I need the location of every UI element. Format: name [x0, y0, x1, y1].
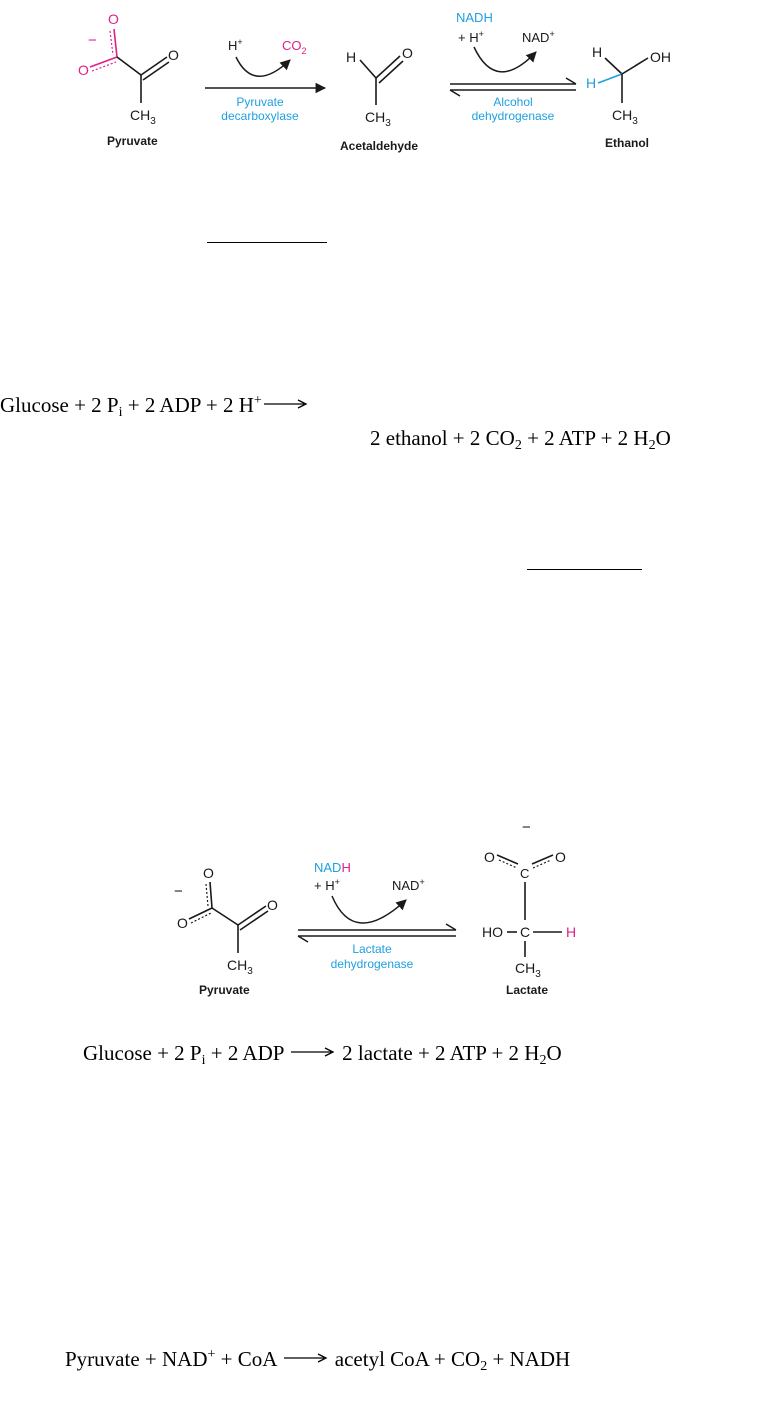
acetaldehyde-hydrogen: H: [346, 49, 356, 65]
acetaldehyde-label: Acetaldehyde: [340, 139, 418, 153]
ethanol-hydroxyl: OH: [650, 49, 671, 65]
lactate-new-hydrogen: H: [566, 924, 576, 940]
decarboxylase-step: H+ CO2 Pyruvate decarboxylase: [205, 37, 327, 123]
h-c-bond: [359, 59, 377, 79]
equation-ethanol-left: Glucose + 2 Pi + 2 ADP + 2 H+: [0, 394, 310, 420]
pyruvate-carboxyl-oxygen-left: O: [78, 62, 89, 78]
acetaldehyde-structure: H O CH3 Acetaldehyde: [340, 45, 418, 153]
pyruvate2-ketone-oxygen: O: [267, 897, 278, 913]
curved-arrow-co2: [235, 56, 291, 77]
alcohol-dehydrogenase-step: NADH + H+ NAD+ Alcohol dehydrogenase: [449, 10, 577, 123]
ketone-bond-a: [140, 56, 168, 76]
carbonyl-bond-b: [378, 60, 404, 84]
ethanol-label: Ethanol: [605, 136, 649, 150]
p2-carboxyl-bond-left-dashed: [190, 912, 212, 924]
acetaldehyde-methyl: CH3: [365, 109, 391, 129]
enzyme-label-decarboxylase-1: Pyruvate: [236, 95, 284, 109]
forward-arrow-head: [565, 77, 577, 85]
enzyme-label-ldh-1: Lactate: [352, 942, 392, 956]
ethanol-new-hydrogen: H: [586, 75, 596, 91]
ethanol-h-bond: [604, 57, 623, 75]
lactate-central-carbon: C: [520, 924, 530, 940]
p2-carboxyl-bond-top-dashed: [205, 883, 209, 907]
reverse-arrow-head: [449, 89, 461, 97]
lactate-co-bond-right-dashed: [532, 859, 552, 869]
lactate-oxygen-left: O: [484, 849, 495, 865]
ethanol-hydrogen-top: H: [592, 44, 602, 60]
enzyme-label-ldh-2: dehydrogenase: [331, 957, 414, 971]
carboxyl-bond-top: [113, 28, 118, 58]
lactate-dehydrogenase-step: NADH + H+ NAD+ Lactate dehydrogenase: [297, 860, 457, 971]
pyruvate-carboxyl-oxygen-top: O: [108, 11, 119, 27]
pyruvate2-label: Pyruvate: [199, 983, 250, 997]
reaction-arrow-icon: [283, 1353, 327, 1363]
pyruvate2-oxygen-top: O: [203, 865, 214, 881]
lactate-carboxyl-carbon: C: [520, 866, 529, 881]
p2-carboxyl-bond-left: [188, 907, 213, 920]
p2-ketone-bond-a: [237, 905, 267, 926]
p2-c1-c2-bond: [211, 907, 239, 926]
lactate-oxygen-right: O: [555, 849, 566, 865]
proton-input: H+: [228, 37, 243, 53]
lactate-charge: −: [522, 819, 531, 836]
nad-output: NAD+: [522, 29, 555, 45]
ketone-bond-b: [142, 61, 170, 81]
pyruvate-structure-2: − O O O CH3 Pyruvate: [174, 865, 278, 997]
enzyme-label-decarboxylase-2: decarboxylase: [221, 109, 299, 123]
enzyme-label-adh-2: dehydrogenase: [472, 109, 555, 123]
carboxyl-bond-left: [89, 56, 118, 68]
reaction-arrow-icon: [290, 1047, 335, 1057]
pyruvate-label: Pyruvate: [107, 134, 158, 148]
carboxyl-bond-left-dashed: [91, 61, 117, 72]
carboxyl-bond-top-dashed: [109, 30, 114, 56]
equation-acetyl-coa: Pyruvate + NAD+ + CoA acetyl CoA + CO2 +…: [65, 1347, 571, 1374]
pyruvate-structure-1: − O O O CH3 Pyruvate: [78, 11, 179, 148]
ethanol-methyl: CH3: [612, 107, 638, 127]
acetaldehyde-oxygen: O: [402, 45, 413, 61]
reaction-arrow-icon: [263, 399, 308, 409]
lactate-hydroxyl: HO: [482, 924, 503, 940]
pyruvate-charge: −: [88, 32, 97, 49]
forward-arrow-head-2: [445, 923, 457, 931]
nadh-input: NADH: [456, 10, 493, 25]
p2-carboxyl-bond-top: [209, 881, 213, 909]
carbonyl-bond-a: [375, 55, 401, 79]
pyruvate-methyl: CH3: [130, 107, 156, 127]
pyruvate2-methyl: CH3: [227, 957, 253, 977]
ethanol-new-h-bond: [597, 73, 623, 84]
enzyme-label-adh-1: Alcohol: [493, 95, 532, 109]
equation-ethanol-right: 2 ethanol + 2 CO2 + 2 ATP + 2 H2O: [370, 426, 671, 453]
c1-c2-bond: [116, 56, 142, 76]
lactate-label: Lactate: [506, 983, 548, 997]
curved-arrow-nad-2: [331, 895, 407, 924]
proton-input-2: + H+: [458, 29, 484, 45]
pyruvate2-oxygen-left: O: [177, 915, 188, 931]
curved-arrow-nad: [473, 46, 537, 73]
lactate-co-bond-right: [531, 854, 554, 865]
lactate-co-bond-left: [496, 854, 519, 865]
pyruvate2-charge: −: [174, 883, 183, 900]
lactate-methyl: CH3: [515, 960, 541, 980]
nadh-input-2: NADH: [314, 860, 351, 875]
p2-ketone-bond-b: [239, 910, 269, 931]
ethanol-oh-bond: [621, 57, 649, 75]
lactate-structure: − O O C HO C H CH3 Lactate: [482, 819, 576, 997]
reverse-arrow-head-2: [297, 935, 309, 943]
ethanol-structure: H OH H CH3 Ethanol: [586, 44, 671, 150]
nad-output-2: NAD+: [392, 877, 425, 893]
proton-input-3: + H+: [314, 877, 340, 893]
lactate-co-bond-left-dashed: [498, 859, 518, 869]
blank-line-1: [207, 242, 327, 243]
pyruvate-ketone-oxygen: O: [168, 47, 179, 63]
equation-lactate: Glucose + 2 Pi + 2 ADP 2 lactate + 2 ATP…: [83, 1041, 562, 1068]
blank-line-2: [527, 569, 642, 570]
co2-output: CO2: [282, 38, 307, 56]
